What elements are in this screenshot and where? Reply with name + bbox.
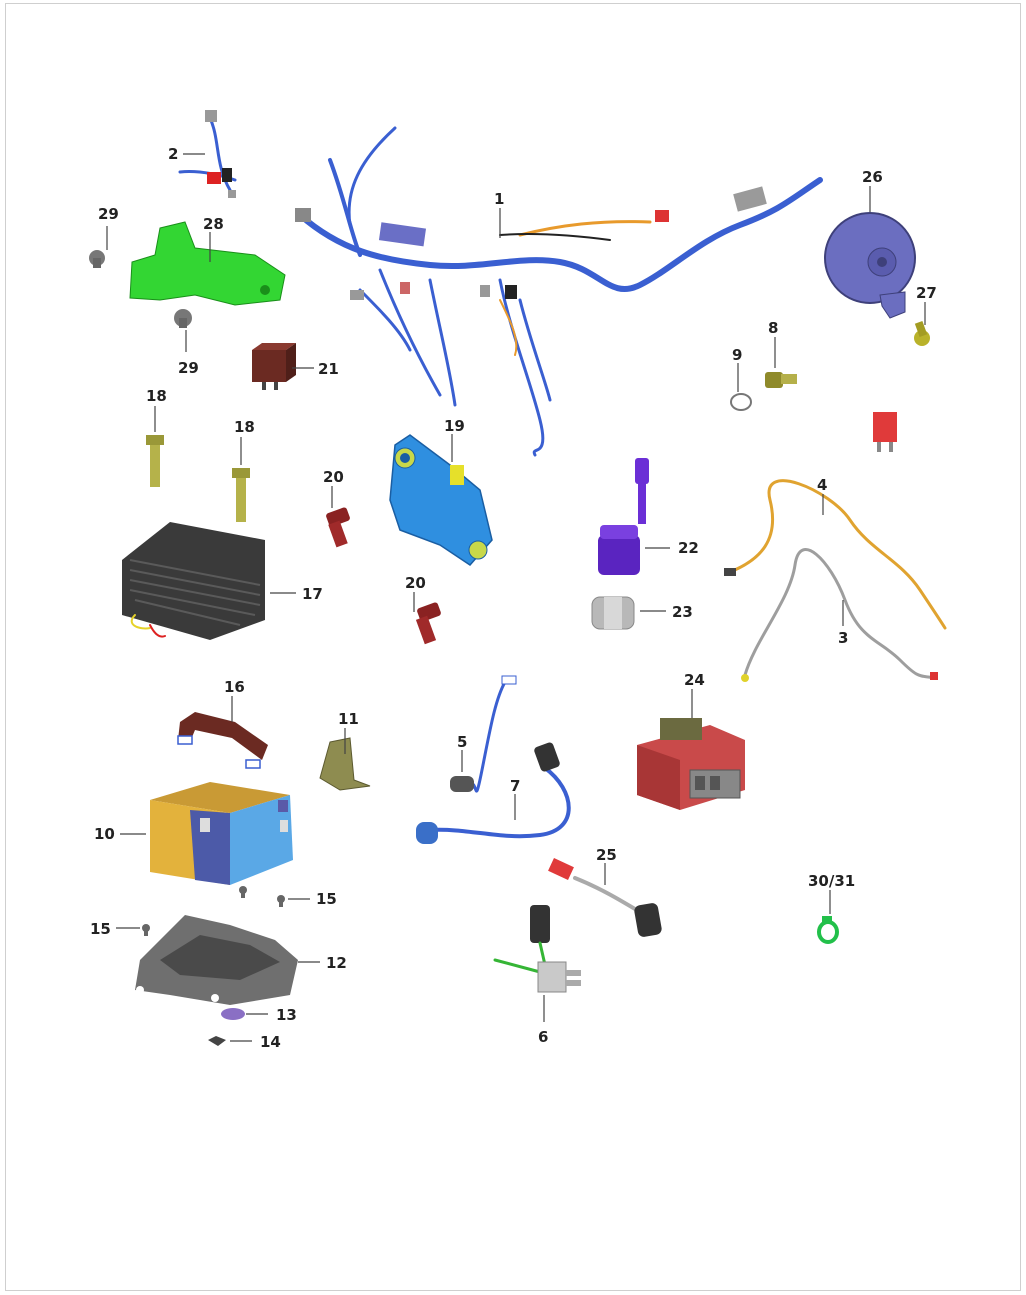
- callout-21: 21: [318, 360, 339, 378]
- callout-22: 22: [678, 539, 699, 557]
- callout-27: 27: [916, 284, 937, 302]
- purple-sensor-22: [598, 458, 649, 575]
- callout-18-right: 18: [234, 418, 255, 436]
- sensor-module: [389, 434, 493, 566]
- callout-11: 11: [338, 710, 359, 728]
- callout-26: 26: [862, 168, 883, 186]
- bolt-18-left: [146, 435, 164, 487]
- callout-14: 14: [260, 1033, 281, 1051]
- main-wiring-harness: [295, 126, 823, 457]
- callout-20-bottom: 20: [405, 574, 426, 592]
- callout-15-left: 15: [90, 920, 111, 938]
- callout-13: 13: [276, 1006, 297, 1024]
- relay-21: [252, 343, 296, 390]
- bolt-18-right: [232, 468, 250, 522]
- callout-10: 10: [94, 825, 115, 843]
- callout-15-right: 15: [316, 890, 337, 908]
- bolt-8: [765, 372, 797, 388]
- callout-7: 7: [510, 777, 520, 795]
- bolt-20-top: [326, 507, 350, 548]
- screw-15-top: [239, 886, 247, 898]
- callout-3: 3: [838, 629, 848, 647]
- callout-6: 6: [538, 1028, 548, 1046]
- callout-30-31: 30/31: [808, 872, 855, 890]
- callout-1: 1: [494, 190, 504, 208]
- clamp-23: [591, 596, 635, 630]
- flasher-relay-24: [637, 718, 745, 810]
- callout-18-left: 18: [146, 387, 167, 405]
- callout-4: 4: [817, 476, 827, 494]
- callout-24: 24: [684, 671, 705, 689]
- bolt-20-bottom: [415, 602, 441, 645]
- callout-12: 12: [326, 954, 347, 972]
- callout-17: 17: [302, 585, 323, 603]
- bracket-11: [319, 737, 371, 791]
- callout-2: 2: [168, 145, 178, 163]
- callout-29-bottom: 29: [178, 359, 199, 377]
- cable-4-orange: [728, 479, 947, 630]
- sensor-lead-5: [450, 675, 517, 793]
- rubber-washer-13: [221, 1008, 245, 1020]
- bolt-29-bottom: [174, 309, 192, 328]
- callout-23: 23: [672, 603, 693, 621]
- cable-7: [416, 742, 571, 844]
- screw-15-left: [142, 924, 150, 936]
- callout-29-top: 29: [98, 205, 119, 223]
- horn-26: [824, 212, 916, 319]
- bolt-29-top: [89, 250, 105, 268]
- callout-5: 5: [457, 733, 467, 751]
- fuse-red: [873, 412, 897, 452]
- clip-30-31: [817, 916, 839, 944]
- callout-25: 25: [596, 846, 617, 864]
- sub-harness: [178, 110, 237, 198]
- battery-tray: [135, 915, 298, 1005]
- callout-19: 19: [444, 417, 465, 435]
- washer-9: [730, 393, 752, 411]
- connector-assembly-6: [493, 905, 581, 993]
- callout-16: 16: [224, 678, 245, 696]
- cable-3-gray: [743, 548, 937, 680]
- callout-20-top: 20: [323, 468, 344, 486]
- callout-9: 9: [732, 346, 742, 364]
- screw-15-right: [277, 895, 285, 907]
- battery-10: [150, 782, 293, 885]
- bolt-27: [914, 321, 930, 346]
- bracket-green: [129, 221, 286, 306]
- callout-8: 8: [768, 319, 778, 337]
- battery-strap: [177, 712, 268, 769]
- diagram-frame: [5, 3, 1021, 1291]
- voltage-regulator: [122, 522, 265, 640]
- callout-28: 28: [203, 215, 224, 233]
- nut-14: [208, 1036, 226, 1046]
- connector-lead-25: [548, 858, 662, 937]
